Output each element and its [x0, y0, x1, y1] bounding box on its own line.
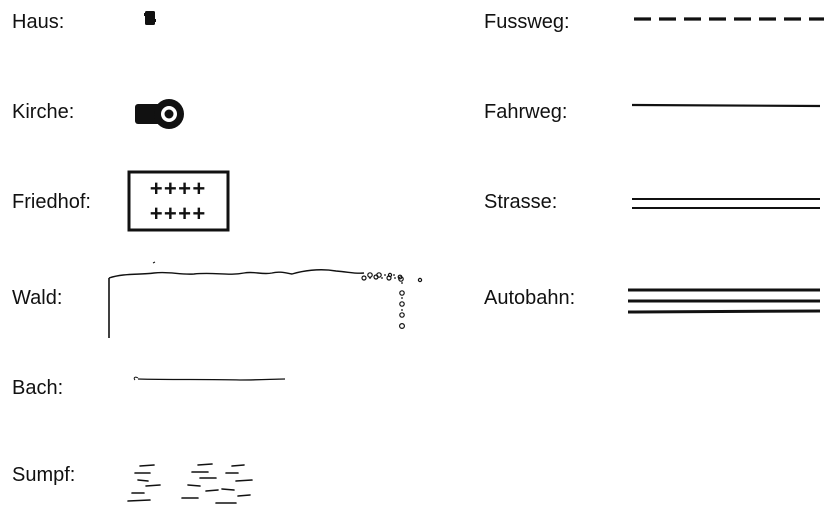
- swamp-symbol-icon: [127, 463, 253, 504]
- cemetery-marks-row-2: ++++: [150, 203, 207, 228]
- footpath-symbol-icon: [634, 17, 824, 21]
- cemetery-marks-row-1: ++++: [150, 178, 207, 203]
- label-sumpf: Sumpf:: [12, 464, 76, 486]
- label-fahrweg: Fahrweg:: [484, 101, 568, 123]
- road-symbol-icon: [632, 198, 820, 209]
- house-symbol-icon: [144, 11, 156, 25]
- label-bach: Bach:: [12, 377, 64, 399]
- label-haus: Haus:: [12, 11, 65, 33]
- label-autobahn: Autobahn:: [484, 287, 576, 309]
- label-kirche: Kirche:: [12, 101, 75, 123]
- stream-symbol-icon: [133, 376, 286, 381]
- label-wald: Wald:: [12, 287, 63, 309]
- track-symbol-icon: [631, 103, 821, 108]
- label-fussweg: Fussweg:: [484, 11, 570, 33]
- cemetery-symbol-icon: ++++ ++++: [127, 170, 230, 232]
- forest-boundary-dots: [361, 274, 404, 282]
- label-friedhof: Friedhof:: [12, 191, 91, 213]
- label-strasse: Strasse:: [484, 191, 558, 213]
- church-symbol-icon: [135, 99, 184, 129]
- motorway-symbol-icon: [627, 288, 821, 314]
